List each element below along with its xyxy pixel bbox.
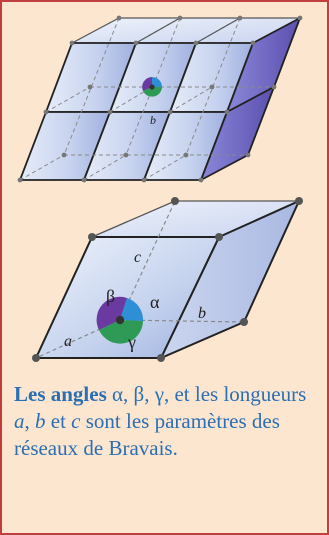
caption-c: c: [71, 409, 81, 433]
caption-text-3: et: [45, 409, 72, 433]
label-a: a: [64, 333, 72, 350]
label-alpha: α: [150, 292, 160, 312]
label-b: b: [198, 305, 206, 322]
label-beta: β: [106, 286, 115, 306]
caption: Les angles α, β, γ, et les longueurs a, …: [14, 381, 314, 462]
top-label-b: b: [150, 113, 156, 127]
label-gamma: γ: [127, 332, 136, 352]
caption-b: b: [35, 409, 46, 433]
bravais-diagram: b c b a β α: [17, 15, 303, 362]
caption-text-1: α, β, γ, et les longueurs: [106, 382, 307, 406]
unit-cell-angle-wedges: [96, 296, 144, 344]
caption-bold: Les angles: [14, 382, 107, 406]
caption-text-4: sont les paramètres des réseaux de Brava…: [14, 409, 280, 460]
unit-cell-nodes: [32, 197, 303, 362]
unit-cell: c b a β α γ: [32, 197, 303, 362]
label-c: c: [134, 249, 141, 266]
caption-text-2: ,: [24, 409, 35, 433]
top-lattice: b: [17, 15, 303, 183]
top-angle-marker: [142, 77, 162, 97]
caption-a: a: [14, 409, 25, 433]
